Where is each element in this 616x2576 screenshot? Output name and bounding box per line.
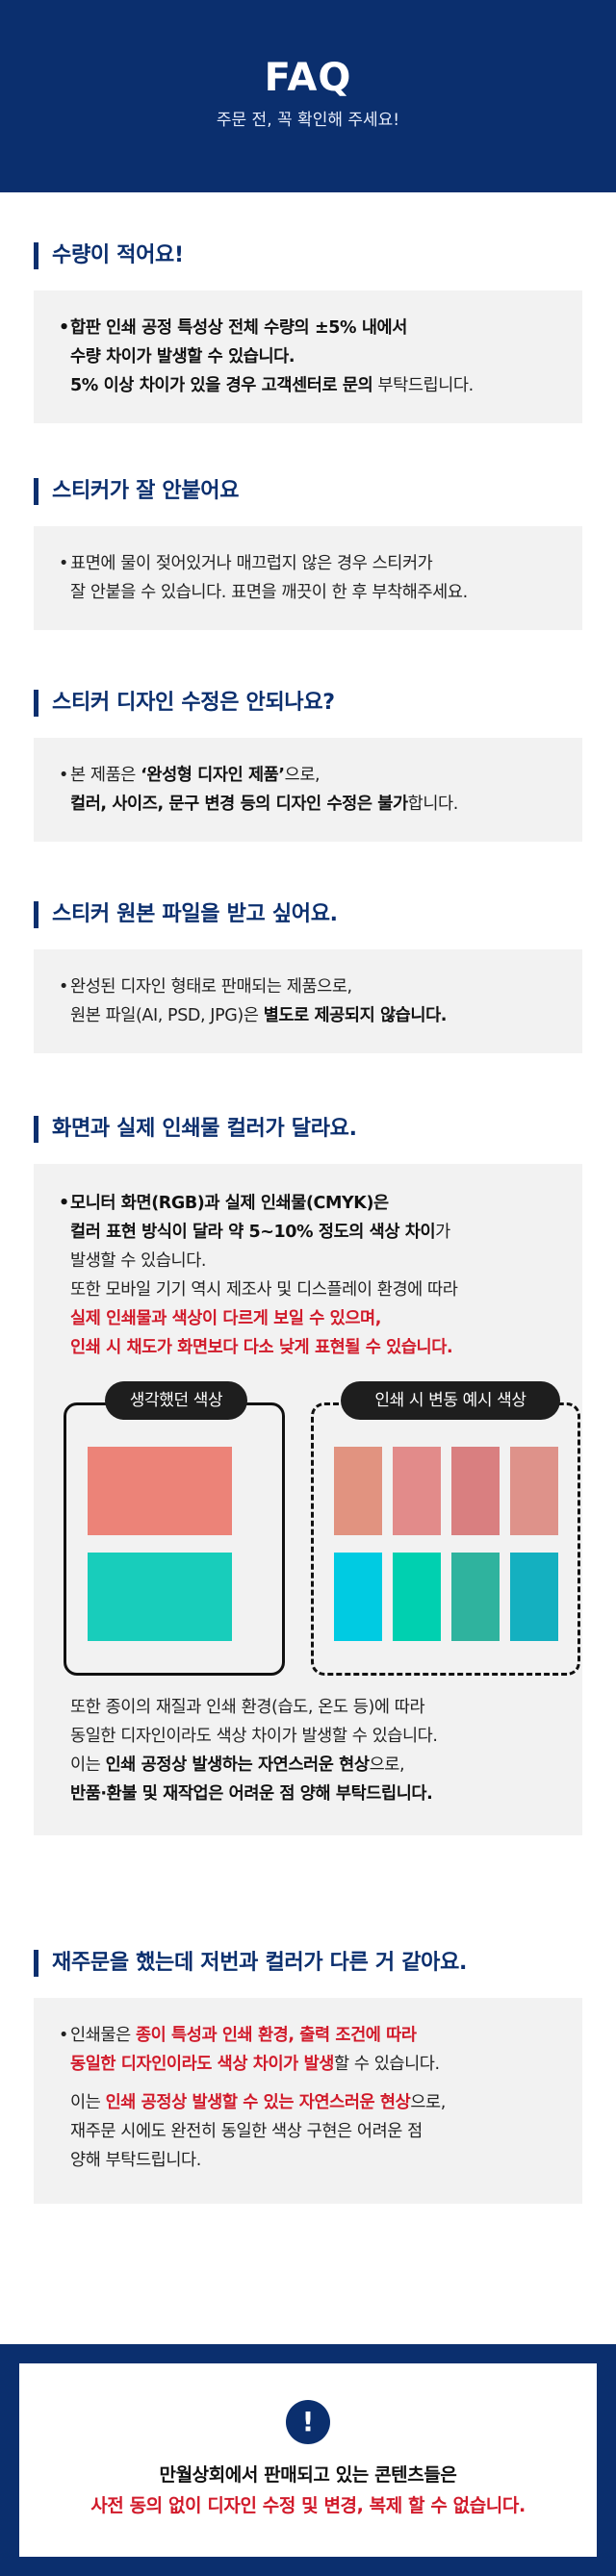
- faq-question: 스티커 원본 파일을 받고 싶어요.: [34, 901, 582, 928]
- faq-question: 화면과 실제 인쇄물 컬러가 달라요.: [34, 1116, 582, 1143]
- answer-line: 원본 파일(AI, PSD, JPG)은 별도로 제공되지 않습니다.: [59, 1001, 557, 1030]
- answer-text: 가: [435, 1223, 450, 1242]
- printed-swatch-red-2: [393, 1447, 441, 1535]
- copyright-notice: ! 만월상회에서 판매되고 있는 콘텐츠들은 사전 동의 없이 디자인 수정 및…: [0, 2344, 616, 2576]
- answer-line: 또한 종이의 재질과 인쇄 환경(습도, 온도 등)에 따라: [70, 1698, 425, 1717]
- answer-bold: 인쇄 공정상 발생하는 자연스러운 현상: [105, 1755, 370, 1775]
- answer-line: 본 제품은 ‘완성형 디자인 제품’으로,: [59, 761, 557, 790]
- answer-highlight: 인쇄 공정상 발생할 수 있는 자연스러운 현상: [105, 2093, 411, 2112]
- faq-item-color-difference: 화면과 실제 인쇄물 컬러가 달라요. 모니터 화면(RGB)과 실제 인쇄물(…: [0, 1116, 616, 1835]
- printed-color-label: 인쇄 시 변동 예시 색상: [341, 1381, 560, 1420]
- answer-text: 으로,: [369, 1755, 405, 1775]
- faq-answer: 표면에 물이 젖어있거나 매끄럽지 않은 경우 스티커가 잘 안붙을 수 있습니…: [34, 526, 582, 630]
- faq-answer: 모니터 화면(RGB)과 실제 인쇄물(CMYK)은 컬러 표현 방식이 달라 …: [34, 1164, 582, 1835]
- notice-line: 만월상회에서 판매되고 있는 콘텐츠들은: [159, 2464, 457, 2486]
- page-header: FAQ 주문 전, 꼭 확인해 주세요!: [0, 0, 616, 192]
- answer-line: 발생할 수 있습니다.: [70, 1251, 207, 1271]
- printed-swatch-teal-2: [393, 1553, 441, 1641]
- printed-swatch-teal-3: [451, 1553, 500, 1641]
- answer-bold: 컬러, 사이즈, 문구 변경 등의 디자인 수정은 불가: [70, 795, 408, 814]
- answer-line: 이는 인쇄 공정상 발생하는 자연스러운 현상으로,: [59, 1751, 557, 1780]
- answer-line: 표면에 물이 젖어있거나 매끄럽지 않은 경우 스티커가: [59, 549, 557, 578]
- answer-text: 이는: [70, 2093, 106, 2112]
- answer-line: 동일한 디자인이라도 색상 차이가 발생할 수 있습니다.: [59, 2050, 557, 2079]
- faq-item-quantity: 수량이 적어요! 합판 인쇄 공정 특성상 전체 수량의 ±5% 내에서 수량 …: [0, 242, 616, 423]
- answer-bold: ‘완성형 디자인 제품’: [141, 766, 285, 785]
- answer-line: 컬러, 사이즈, 문구 변경 등의 디자인 수정은 불가합니다.: [59, 790, 557, 819]
- notice-line-warning: 사전 동의 없이 디자인 수정 및 변경, 복제 할 수 없습니다.: [90, 2495, 526, 2516]
- answer-line: 이는 인쇄 공정상 발생할 수 있는 자연스러운 현상으로,: [59, 2088, 557, 2117]
- faq-answer: 본 제품은 ‘완성형 디자인 제품’으로, 컬러, 사이즈, 문구 변경 등의 …: [34, 738, 582, 842]
- answer-text: 원본 파일(AI, PSD, JPG)은: [70, 1006, 264, 1025]
- printed-swatch-red-4: [510, 1447, 558, 1535]
- page-subtitle: 주문 전, 꼭 확인해 주세요!: [216, 111, 400, 130]
- printed-swatch-red-1: [334, 1447, 382, 1535]
- faq-question: 스티커가 잘 안붙어요: [34, 478, 582, 505]
- answer-line-highlight: 인쇄 시 채도가 화면보다 다소 낮게 표현될 수 있습니다.: [70, 1338, 453, 1357]
- answer-text: 합니다.: [407, 795, 459, 814]
- answer-text: 으로,: [284, 766, 321, 785]
- answer-line: 모니터 화면(RGB)과 실제 인쇄물(CMYK)은: [59, 1189, 557, 1218]
- answer-highlight: 동일한 디자인이라도 색상 차이가 발생: [70, 2055, 334, 2074]
- faq-item-reorder-color: 재주문을 했는데 저번과 컬러가 다른 거 같아요. 인쇄물은 종이 특성과 인…: [0, 1950, 616, 2204]
- answer-bold: 5% 이상 차이가 있을 경우 고객센터로 문의: [70, 376, 373, 395]
- expected-swatch-teal: [88, 1553, 232, 1641]
- answer-line-highlight: 실제 인쇄물과 색상이 다르게 보일 수 있으며,: [70, 1309, 382, 1328]
- faq-item-design-edit: 스티커 디자인 수정은 안되나요? 본 제품은 ‘완성형 디자인 제품’으로, …: [0, 690, 616, 842]
- answer-line: 재주문 시에도 완전히 동일한 색상 구현은 어려운 점: [70, 2122, 423, 2141]
- answer-line: 컬러 표현 방식이 달라 약 5~10% 정도의 색상 차이가: [59, 1218, 557, 1247]
- answer-line: 수량 차이가 발생할 수 있습니다.: [70, 347, 295, 366]
- answer-text: 으로,: [410, 2093, 446, 2112]
- page-title: FAQ: [264, 56, 352, 100]
- answer-line: 잘 안붙을 수 있습니다. 표면을 깨끗이 한 후 부착해주세요.: [70, 583, 468, 602]
- answer-highlight: 종이 특성과 인쇄 환경, 출력 조건에 따라: [135, 2026, 417, 2045]
- answer-text: 인쇄물은: [70, 2026, 136, 2045]
- color-comparison: 생각했던 색상 인쇄 시 변동 예시 색상: [59, 1381, 580, 1679]
- answer-line: 양해 부탁드립니다.: [70, 2151, 201, 2170]
- answer-line: 5% 이상 차이가 있을 경우 고객센터로 문의 부탁드립니다.: [59, 371, 557, 400]
- printed-swatch-teal-4: [510, 1553, 558, 1641]
- answer-bold: 컬러 표현 방식이 달라 약 5~10% 정도의 색상 차이: [70, 1223, 436, 1242]
- answer-text: 이는: [70, 1755, 106, 1775]
- answer-text: 부탁드립니다.: [372, 376, 474, 395]
- answer-line: 합판 인쇄 공정 특성상 전체 수량의 ±5% 내에서: [59, 314, 557, 342]
- printed-swatch-red-3: [451, 1447, 500, 1535]
- faq-question: 재주문을 했는데 저번과 컬러가 다른 거 같아요.: [34, 1950, 582, 1977]
- faq-answer: 인쇄물은 종이 특성과 인쇄 환경, 출력 조건에 따라 동일한 디자인이라도 …: [34, 1998, 582, 2204]
- answer-line: 반품·환불 및 재작업은 어려운 점 양해 부탁드립니다.: [70, 1784, 433, 1804]
- answer-text: 본 제품은: [70, 766, 141, 785]
- expected-swatch-red: [88, 1447, 232, 1535]
- answer-line: 인쇄물은 종이 특성과 인쇄 환경, 출력 조건에 따라: [59, 2021, 557, 2050]
- printed-swatch-teal-1: [334, 1553, 382, 1641]
- answer-line: 완성된 디자인 형태로 판매되는 제품으로,: [59, 972, 557, 1001]
- exclamation-icon: !: [286, 2400, 330, 2444]
- faq-answer: 완성된 디자인 형태로 판매되는 제품으로, 원본 파일(AI, PSD, JP…: [34, 949, 582, 1053]
- answer-line: 동일한 디자인이라도 색상 차이가 발생할 수 있습니다.: [70, 1727, 438, 1746]
- faq-item-source-file: 스티커 원본 파일을 받고 싶어요. 완성된 디자인 형태로 판매되는 제품으로…: [0, 901, 616, 1053]
- notice-card: ! 만월상회에서 판매되고 있는 콘텐츠들은 사전 동의 없이 디자인 수정 및…: [19, 2363, 597, 2557]
- answer-bold: 별도로 제공되지 않습니다.: [263, 1006, 448, 1025]
- answer-line: 또한 모바일 기기 역시 제조사 및 디스플레이 환경에 따라: [70, 1280, 458, 1300]
- faq-question: 스티커 디자인 수정은 안되나요?: [34, 690, 582, 717]
- expected-color-label: 생각했던 색상: [105, 1381, 247, 1420]
- answer-text: 할 수 있습니다.: [333, 2055, 440, 2074]
- faq-question: 수량이 적어요!: [34, 242, 582, 269]
- faq-answer: 합판 인쇄 공정 특성상 전체 수량의 ±5% 내에서 수량 차이가 발생할 수…: [34, 290, 582, 423]
- faq-item-adhesion: 스티커가 잘 안붙어요 표면에 물이 젖어있거나 매끄럽지 않은 경우 스티커가…: [0, 478, 616, 630]
